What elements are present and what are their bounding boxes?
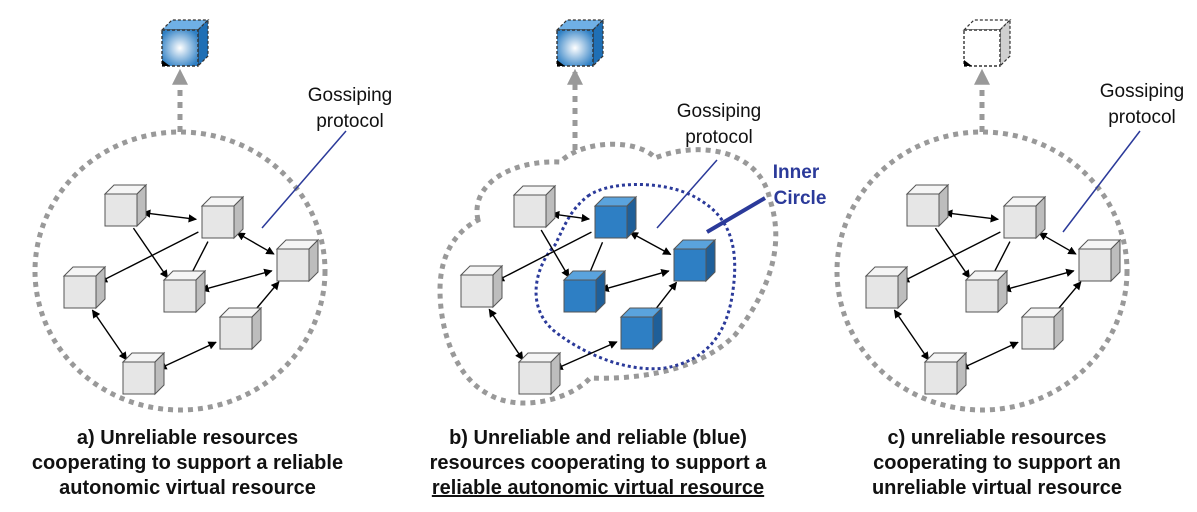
virtual-resource-cube	[962, 18, 1012, 68]
gossip-link	[960, 341, 1019, 370]
caption-line: autonomic virtual resource	[59, 477, 316, 499]
unreliable-resource-cube	[1077, 238, 1122, 283]
inner-circle-label: Circle	[774, 188, 827, 209]
unreliable-resource-cube	[103, 183, 148, 228]
caption-line: reliable autonomic virtual resource	[431, 477, 765, 499]
gossip-pointer-line	[1062, 130, 1141, 233]
gossip-link	[141, 209, 198, 223]
panel-a: Gossiping protocol	[32, 18, 393, 413]
unreliable-resource-cube	[864, 265, 909, 310]
gossip-link	[98, 231, 199, 283]
gossip-pointer-line	[261, 130, 347, 229]
gossip-label: protocol	[1108, 107, 1176, 128]
caption-line: b) Unreliable and reliable (blue)	[449, 427, 747, 449]
unreliable-resource-cube	[1020, 306, 1065, 351]
gossip-link	[550, 210, 591, 223]
unreliable-resource-cube	[1002, 195, 1047, 240]
gossip-link	[943, 209, 1000, 223]
network-nodes	[62, 183, 320, 396]
panel-b: Gossiping protocol Inner Circle	[437, 18, 827, 406]
unreliable-resource-cube	[121, 351, 166, 396]
gossip-link	[236, 232, 275, 255]
network-nodes	[459, 184, 717, 396]
network-nodes	[864, 183, 1122, 396]
caption-a: a) Unreliable resources cooperating to s…	[0, 426, 375, 501]
gossip-link	[91, 309, 128, 361]
gossip-link	[488, 308, 524, 361]
gossip-link	[1002, 268, 1075, 293]
resource-pool-boundary	[437, 141, 779, 406]
gossip-link	[934, 227, 971, 279]
caption-b: b) Unreliable and reliable (blue) resour…	[382, 426, 814, 501]
unreliable-resource-cube	[62, 265, 107, 310]
gossip-link	[587, 242, 604, 276]
caption-c: c) unreliable resources cooperating to s…	[812, 426, 1182, 501]
virtual-resource-cube	[160, 18, 210, 68]
caption-line: unreliable virtual resource	[871, 477, 1123, 499]
unreliable-resource-cube	[512, 184, 557, 229]
unreliable-resource-cube	[218, 306, 263, 351]
panel-c: Gossiping protocol	[834, 18, 1185, 413]
inner-circle-boundary	[534, 183, 737, 371]
unreliable-resource-cube	[200, 195, 245, 240]
caption-line: cooperating to support a reliable	[31, 452, 344, 474]
gossip-links	[488, 210, 678, 370]
unreliable-resource-cube	[923, 351, 968, 396]
gossip-label: Gossiping	[308, 85, 393, 106]
gossip-link	[893, 309, 930, 361]
virtual-resource-cube	[555, 18, 605, 68]
resource-pool-boundary	[32, 129, 328, 413]
reliable-resource-cube	[562, 269, 607, 314]
unreliable-resource-cube	[905, 183, 950, 228]
gossip-link	[900, 231, 1001, 283]
inner-circle-label: Inner	[773, 162, 820, 183]
gossip-label: protocol	[685, 127, 753, 148]
gossip-label: Gossiping	[677, 101, 762, 122]
unreliable-resource-cube	[459, 264, 504, 309]
reliable-resource-cube	[593, 195, 638, 240]
reliable-resource-cube	[619, 306, 664, 351]
caption-line: resources cooperating to support a	[429, 452, 767, 474]
inner-circle-pointer	[705, 196, 767, 234]
diagram-canvas: Gossiping protocol Gossiping protocol In…	[32, 18, 1185, 413]
gossip-link	[200, 268, 273, 293]
gossip-link	[158, 341, 217, 370]
gossip-pointer-line	[656, 159, 718, 229]
gossip-link	[600, 268, 670, 293]
caption-line: a) Unreliable resources	[76, 427, 299, 449]
caption-line: cooperating to support an	[873, 452, 1121, 474]
gossip-link	[132, 227, 169, 279]
gossip-link	[540, 229, 570, 278]
unreliable-resource-cube	[162, 269, 207, 314]
gossip-link	[1038, 232, 1077, 255]
caption-line: c) unreliable resources	[887, 427, 1107, 449]
unreliable-resource-cube	[964, 269, 1009, 314]
gossip-label: Gossiping	[1100, 81, 1185, 102]
gossip-link	[495, 231, 592, 282]
gossip-link	[554, 341, 618, 370]
reliable-resource-cube	[672, 238, 717, 283]
gossip-label: protocol	[316, 111, 384, 132]
resource-pool-boundary	[834, 129, 1130, 413]
unreliable-resource-cube	[517, 351, 562, 396]
unreliable-resource-cube	[275, 238, 320, 283]
gossip-link	[629, 231, 672, 256]
